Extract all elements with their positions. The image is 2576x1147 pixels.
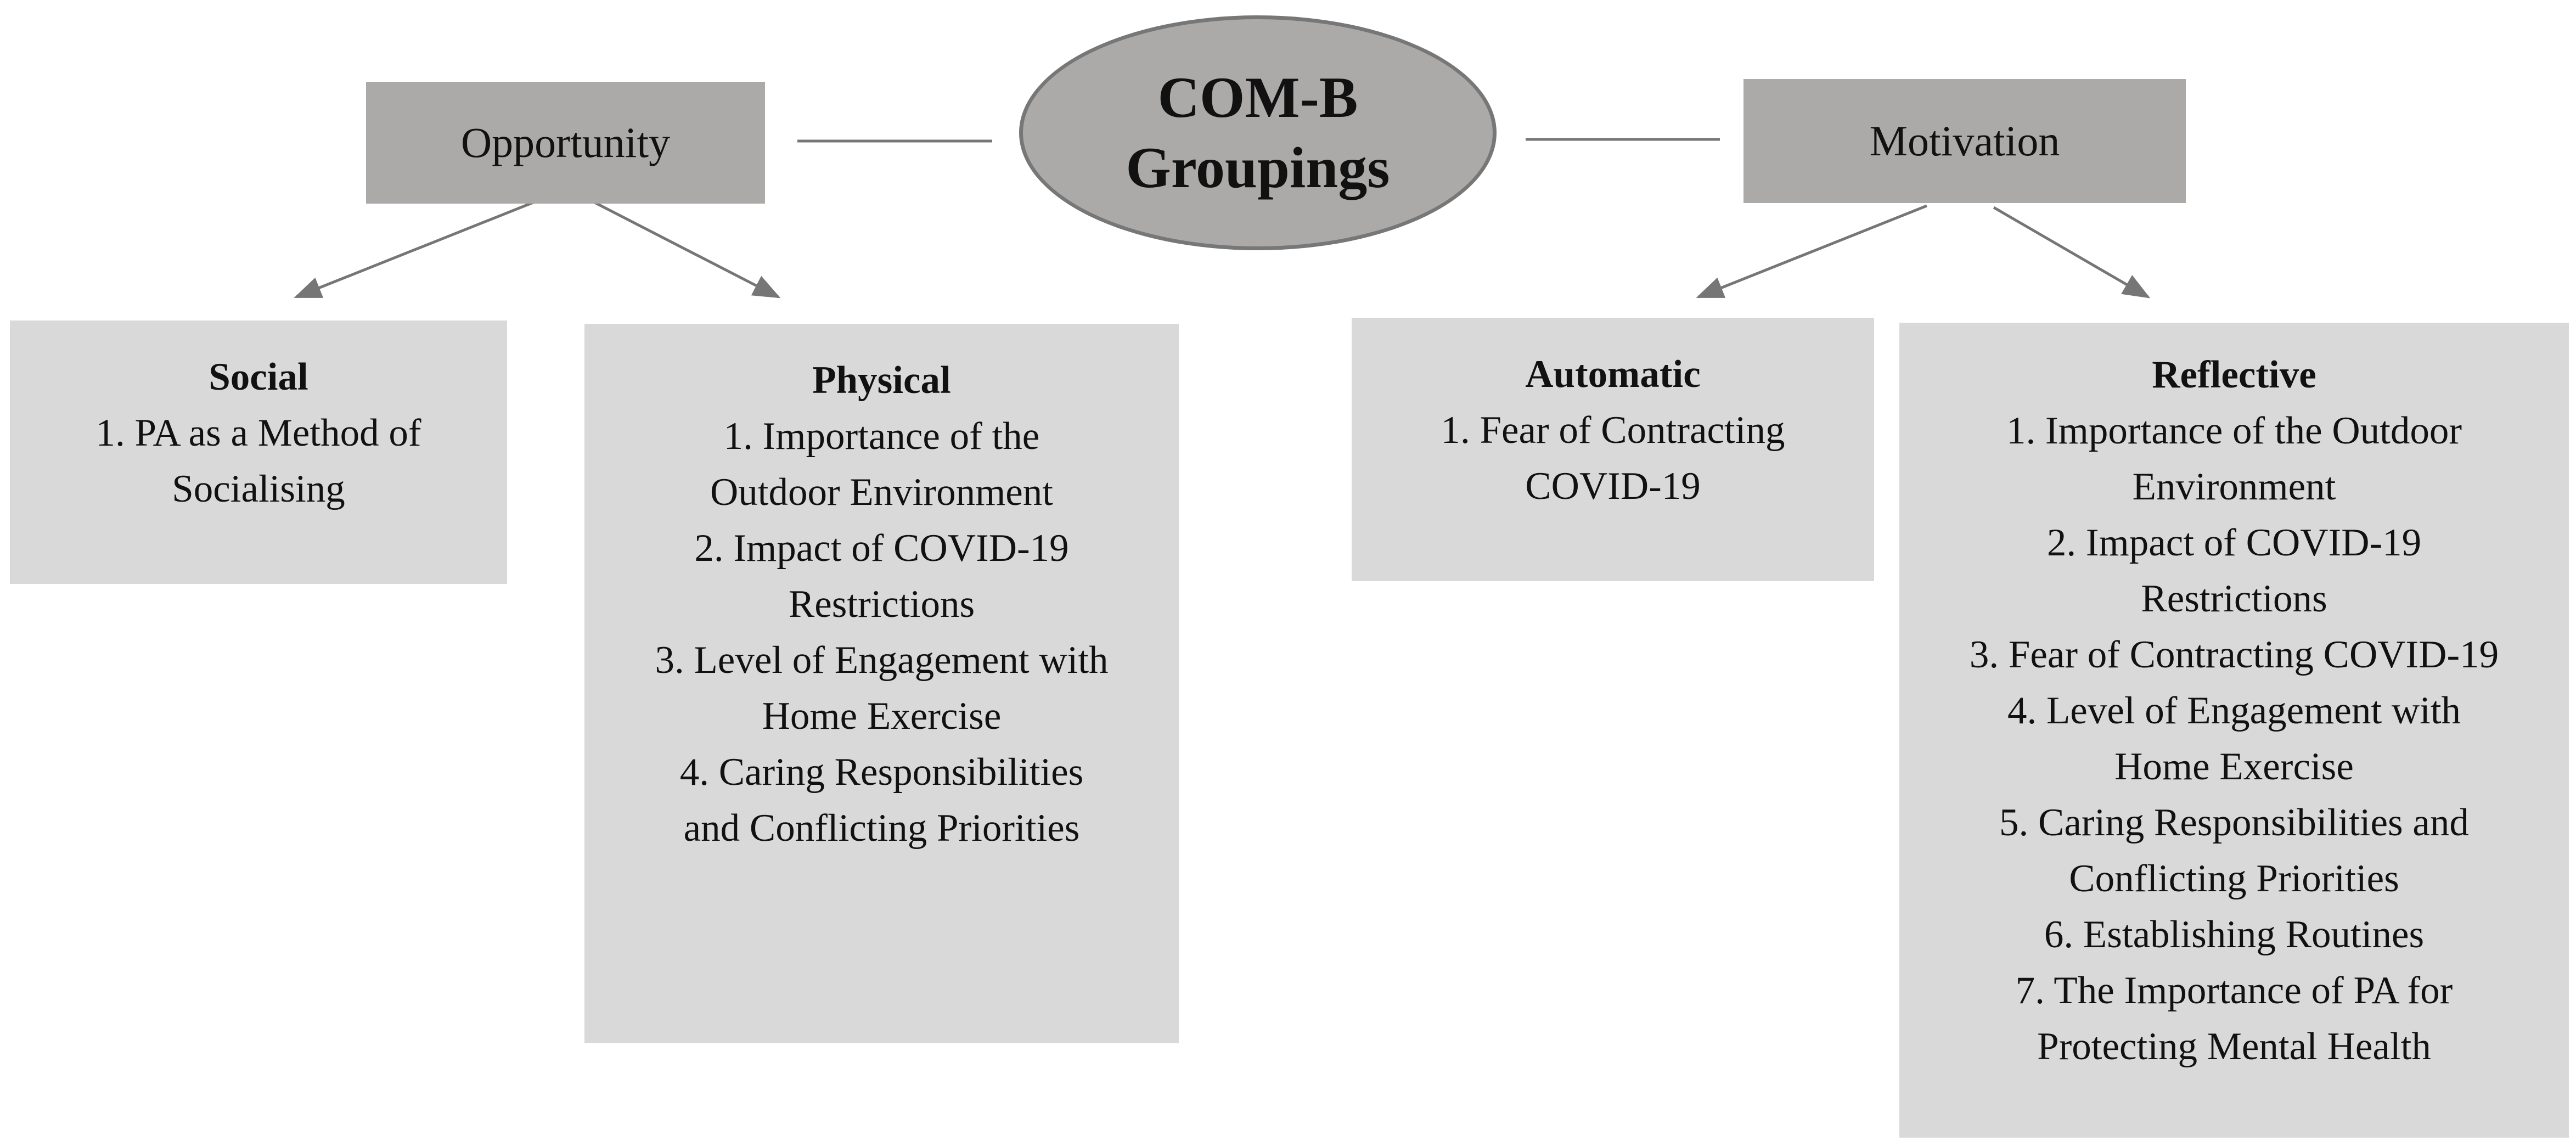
arrow-motivation-reflective [1993, 206, 2151, 299]
social-title: Social [209, 356, 308, 398]
list-item: Socialising [172, 468, 345, 510]
opportunity-label: Opportunity [460, 119, 671, 166]
physical-node: Physical 1. Importance of the Outdoor En… [584, 324, 1179, 1043]
motivation-label: Motivation [1869, 117, 2060, 165]
list-item: COVID-19 [1525, 465, 1701, 508]
list-item: Home Exercise [2114, 745, 2354, 788]
center-title-line2: Groupings [1126, 136, 1390, 200]
arrow-opportunity-social [294, 200, 535, 299]
list-item: 7. The Importance of PA for [2015, 969, 2453, 1012]
list-item: 4. Level of Engagement with [2007, 689, 2461, 732]
list-item: 2. Impact of COVID-19 [2046, 521, 2422, 564]
com-b-groupings-node: COM-B Groupings [1019, 15, 1497, 250]
list-item: 1. Importance of the [723, 415, 1040, 458]
list-item: Outdoor Environment [710, 471, 1054, 514]
center-title-line1: COM-B [1157, 65, 1358, 130]
opportunity-node: Opportunity [366, 82, 765, 204]
automatic-node: Automatic 1. Fear of Contracting COVID-1… [1352, 318, 1874, 581]
list-item: 3. Level of Engagement with [655, 639, 1109, 682]
list-item: Home Exercise [762, 695, 1002, 738]
reflective-list: 1. Importance of the Outdoor Environment… [1899, 403, 2569, 1075]
physical-title: Physical [812, 359, 951, 402]
reflective-node: Reflective 1. Importance of the Outdoor … [1899, 323, 2569, 1138]
physical-list: 1. Importance of the Outdoor Environment… [584, 408, 1179, 856]
list-item: 2. Impact of COVID-19 [694, 527, 1069, 570]
arrow-motivation-automatic [1696, 204, 1927, 299]
list-item: 5. Caring Responsibilities and [1999, 801, 2469, 844]
list-item: 4. Caring Responsibilities [679, 751, 1084, 794]
list-item: Restrictions [788, 583, 975, 626]
list-item: 1. PA as a Method of [95, 412, 421, 454]
motivation-node: Motivation [1743, 79, 2186, 203]
list-item: Conflicting Priorities [2069, 857, 2399, 900]
list-item: 6. Establishing Routines [2044, 913, 2425, 956]
automatic-title: Automatic [1525, 353, 1701, 396]
social-list: 1. PA as a Method of Socialising [10, 405, 507, 517]
list-item: 3. Fear of Contracting COVID-19 [1969, 633, 2499, 676]
list-item: 1. Importance of the Outdoor [2006, 409, 2462, 452]
list-item: Environment [2132, 465, 2336, 508]
arrow-opportunity-physical [586, 197, 781, 299]
reflective-title: Reflective [2152, 353, 2316, 396]
list-item: Protecting Mental Health [2037, 1025, 2431, 1068]
automatic-list: 1. Fear of Contracting COVID-19 [1352, 402, 1874, 514]
social-node: Social 1. PA as a Method of Socialising [10, 321, 507, 584]
list-item: Restrictions [2141, 577, 2327, 620]
list-item: 1. Fear of Contracting [1441, 409, 1785, 452]
list-item: and Conflicting Priorities [683, 807, 1080, 850]
